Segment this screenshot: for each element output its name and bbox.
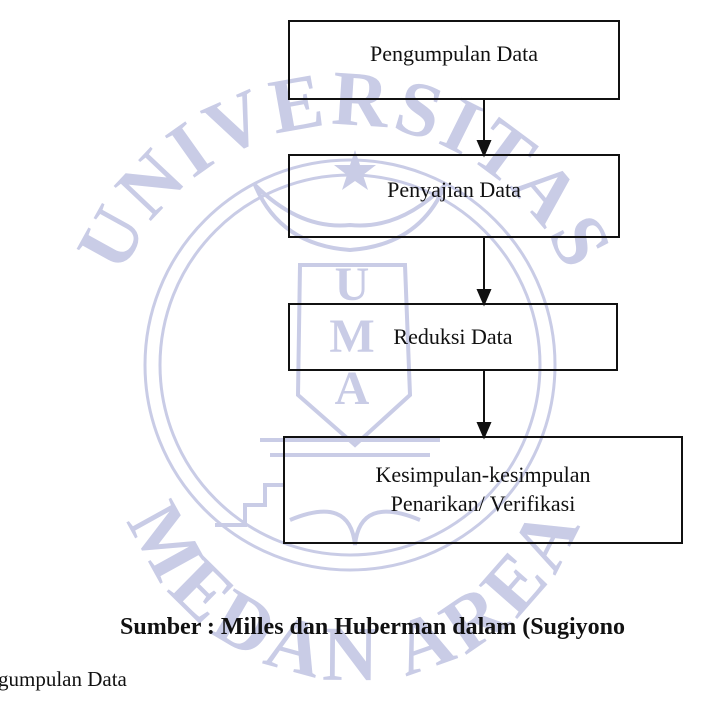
step-penyajian-data: Penyajian Data [288,154,620,238]
step-4-label-line-1: Kesimpulan-kesimpulan [375,462,591,488]
arrow-2-head [476,289,492,307]
step-kesimpulan: Kesimpulan-kesimpulan Penarikan/ Verifik… [283,436,683,544]
step-3-label: Reduksi Data [393,323,513,349]
step-reduksi-data: Reduksi Data [288,303,618,371]
step-2-label: Penyajian Data [387,176,521,202]
arrow-3-head [476,422,492,440]
arrow-1-head [476,140,492,158]
figure-source-caption: Sumber : Milles dan Huberman dalam (Sugi… [120,614,625,640]
step-4-label-line-2: Penarikan/ Verifikasi [390,491,576,516]
section-subheading: gumpulan Data [0,667,127,691]
step-pengumpulan-data: Pengumpulan Data [288,20,620,100]
step-1-label: Pengumpulan Data [369,40,539,66]
